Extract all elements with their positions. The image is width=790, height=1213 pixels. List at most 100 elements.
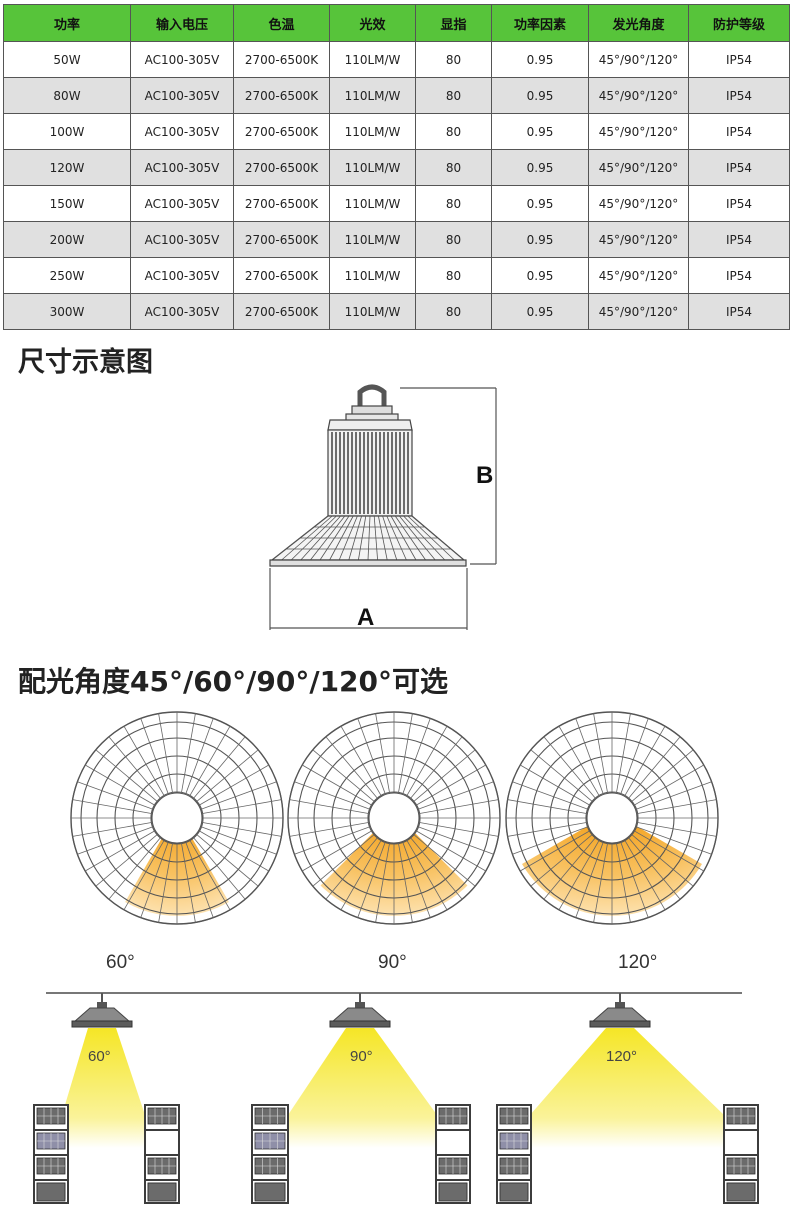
table-cell: AC100-305V <box>130 149 234 186</box>
polar-label-120: 120° <box>618 952 658 973</box>
table-cell: 80 <box>415 293 492 330</box>
header-power-factor: 功率因素 <box>491 4 589 42</box>
header-input-voltage: 输入电压 <box>130 4 234 42</box>
storage-rack <box>33 1104 69 1204</box>
beam-label-90: 90° <box>350 1048 373 1065</box>
table-cell: 2700-6500K <box>233 293 330 330</box>
table-cell: 2700-6500K <box>233 41 330 78</box>
table-cell: AC100-305V <box>130 41 234 78</box>
header-color-temp: 色温 <box>233 4 330 42</box>
table-cell: 0.95 <box>491 185 589 222</box>
table-cell: 150W <box>3 185 131 222</box>
polar-diagram-90 <box>287 711 501 925</box>
table-cell: 45°/90°/120° <box>588 113 689 150</box>
table-cell: 45°/90°/120° <box>588 221 689 258</box>
polar-diagram-120 <box>505 711 719 925</box>
table-cell: 2700-6500K <box>233 257 330 294</box>
table-cell: 0.95 <box>491 257 589 294</box>
table-cell: 80 <box>415 113 492 150</box>
header-cri: 显指 <box>415 4 492 42</box>
table-cell: IP54 <box>688 293 790 330</box>
table-cell: 45°/90°/120° <box>588 149 689 186</box>
table-cell: 200W <box>3 221 131 258</box>
table-cell: IP54 <box>688 257 790 294</box>
table-cell: 80W <box>3 77 131 114</box>
beam-angle-title: 配光角度45°/60°/90°/120°可选 <box>18 665 449 698</box>
table-header-row: 功率 输入电压 色温 光效 显指 功率因素 发光角度 防护等级 <box>3 4 790 42</box>
table-cell: IP54 <box>688 185 790 222</box>
table-cell: 100W <box>3 113 131 150</box>
table-cell: 80 <box>415 77 492 114</box>
dimension-lines <box>269 387 497 630</box>
table-cell: 80 <box>415 185 492 222</box>
table-cell: IP54 <box>688 41 790 78</box>
light-cone <box>288 1028 437 1148</box>
table-cell: AC100-305V <box>130 113 234 150</box>
table-cell: IP54 <box>688 221 790 258</box>
table-cell: IP54 <box>688 77 790 114</box>
width-label: A <box>357 604 375 631</box>
storage-rack <box>144 1104 180 1204</box>
table-cell: IP54 <box>688 149 790 186</box>
beam-sector <box>522 812 702 916</box>
hanging-lamp-90 <box>288 993 437 1148</box>
storage-rack <box>496 1104 532 1204</box>
beam-label-120: 120° <box>606 1048 638 1065</box>
table-cell: 0.95 <box>491 41 589 78</box>
table-cell: 45°/90°/120° <box>588 185 689 222</box>
table-cell: 300W <box>3 293 131 330</box>
table-cell: IP54 <box>688 113 790 150</box>
table-cell: 80 <box>415 149 492 186</box>
storage-rack <box>435 1104 471 1204</box>
storage-rack <box>251 1104 289 1204</box>
table-cell: 2700-6500K <box>233 77 330 114</box>
table-cell: 120W <box>3 149 131 186</box>
header-efficacy: 光效 <box>329 4 416 42</box>
table-cell: AC100-305V <box>130 257 234 294</box>
table-cell: 0.95 <box>491 149 589 186</box>
dimension-title: 尺寸示意图 <box>18 347 153 378</box>
table-cell: 0.95 <box>491 77 589 114</box>
header-ip-rating: 防护等级 <box>688 4 790 42</box>
polar-label-60: 60° <box>106 952 135 973</box>
polar-label-90: 90° <box>378 952 407 973</box>
table-cell: 110LM/W <box>329 41 416 78</box>
table-cell: 80 <box>415 41 492 78</box>
table-cell: 45°/90°/120° <box>588 41 689 78</box>
height-label: B <box>476 462 494 489</box>
table-cell: 0.95 <box>491 113 589 150</box>
hanging-lamp-60 <box>62 993 145 1148</box>
table-cell: 80 <box>415 257 492 294</box>
table-cell: AC100-305V <box>130 185 234 222</box>
table-cell: 2700-6500K <box>233 221 330 258</box>
table-cell: 45°/90°/120° <box>588 257 689 294</box>
table-cell: 110LM/W <box>329 149 416 186</box>
beam-label-60: 60° <box>88 1048 111 1065</box>
table-cell: 250W <box>3 257 131 294</box>
header-power: 功率 <box>3 4 131 42</box>
table-cell: 110LM/W <box>329 293 416 330</box>
table-cell: AC100-305V <box>130 293 234 330</box>
lamp-diagram <box>269 384 467 567</box>
table-cell: 110LM/W <box>329 221 416 258</box>
beam-sector <box>320 812 468 916</box>
table-cell: 110LM/W <box>329 113 416 150</box>
table-cell: 0.95 <box>491 221 589 258</box>
table-cell: AC100-305V <box>130 77 234 114</box>
table-cell: 110LM/W <box>329 77 416 114</box>
table-cell: 50W <box>3 41 131 78</box>
table-cell: 45°/90°/120° <box>588 77 689 114</box>
hanging-lamp-120 <box>530 993 724 1148</box>
table-cell: 2700-6500K <box>233 185 330 222</box>
table-cell: 45°/90°/120° <box>588 293 689 330</box>
table-cell: 2700-6500K <box>233 113 330 150</box>
